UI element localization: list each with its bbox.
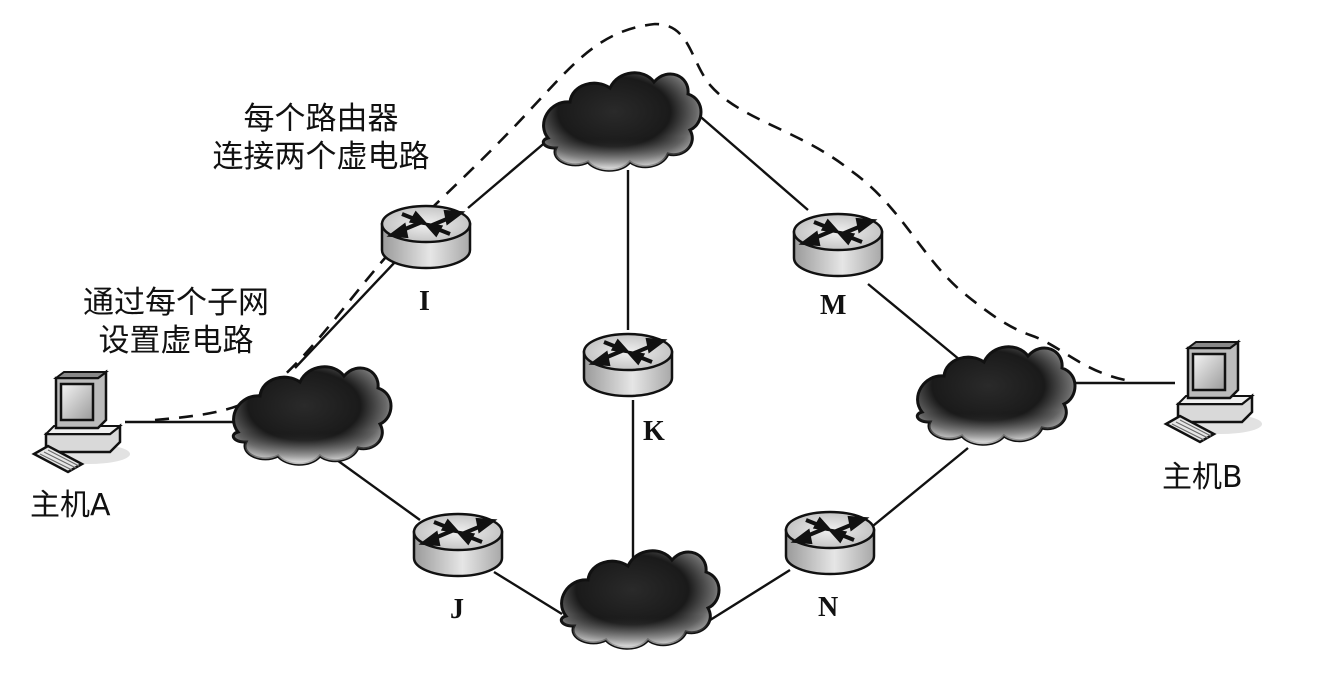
link-S3-N (706, 568, 791, 624)
link-S1-J (329, 454, 421, 521)
links (125, 111, 1175, 624)
link-N-S4 (867, 447, 969, 531)
router-M (792, 212, 884, 278)
host-B-label: 主机B (1162, 460, 1243, 495)
host-B-computer-icon (1164, 340, 1264, 444)
subnet-bottom (559, 549, 721, 650)
annotation-per-subnet: 通过每个子网 设置虚电路 (56, 284, 296, 360)
annotation-per-subnet-line2: 设置虚电路 (98, 323, 254, 359)
host-A-computer-icon (32, 370, 132, 474)
router-K (582, 332, 674, 398)
subnet-right (915, 345, 1077, 446)
virtual-circuit-path (154, 22, 1126, 422)
link-J-S3 (493, 570, 563, 616)
router-N-label: N (818, 592, 839, 623)
router-J-label: J (450, 594, 464, 625)
link-I-S2 (467, 139, 549, 209)
router-K-label: K (643, 416, 665, 447)
annotation-per-subnet-line1: 通过每个子网 (83, 285, 269, 321)
annotation-per-router: 每个路由器 连接两个虚电路 (186, 100, 456, 176)
link-M-S4 (867, 283, 961, 361)
host-A-label: 主机A (30, 488, 111, 523)
router-M-label: M (820, 290, 847, 321)
router-N (784, 510, 876, 576)
router-I (380, 204, 472, 270)
link-S2-M (694, 111, 809, 211)
subnet-top (541, 71, 703, 172)
subnet-left (231, 365, 393, 466)
router-I-label: I (419, 286, 430, 317)
link-S1-I (294, 261, 396, 369)
annotation-per-router-line2: 连接两个虚电路 (212, 139, 430, 175)
router-J (412, 512, 504, 578)
annotation-per-router-line1: 每个路由器 (243, 101, 399, 137)
